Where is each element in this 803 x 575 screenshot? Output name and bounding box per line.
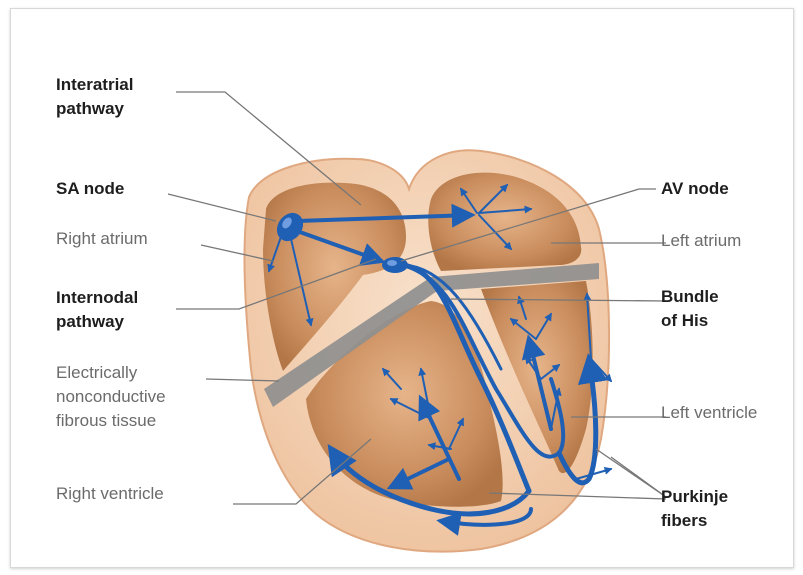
label-internodal-pathway: Internodal pathway bbox=[56, 286, 138, 334]
label-sa-node: SA node bbox=[56, 177, 124, 201]
label-left-ventricle: Left ventricle bbox=[661, 401, 757, 425]
label-bundle-of-his: Bundle of His bbox=[661, 285, 719, 333]
label-interatrial-pathway: Interatrial pathway bbox=[56, 73, 133, 121]
label-purkinje-fibers: Purkinje fibers bbox=[661, 485, 728, 533]
av-node-highlight bbox=[387, 260, 397, 266]
label-left-atrium: Left atrium bbox=[661, 229, 741, 253]
label-av-node: AV node bbox=[661, 177, 729, 201]
label-fibrous-tissue: Electrically nonconductive fibrous tissu… bbox=[56, 361, 166, 433]
diagram-frame: Interatrial pathway SA node Right atrium… bbox=[10, 8, 794, 568]
label-right-atrium: Right atrium bbox=[56, 227, 148, 251]
label-right-ventricle: Right ventricle bbox=[56, 482, 164, 506]
